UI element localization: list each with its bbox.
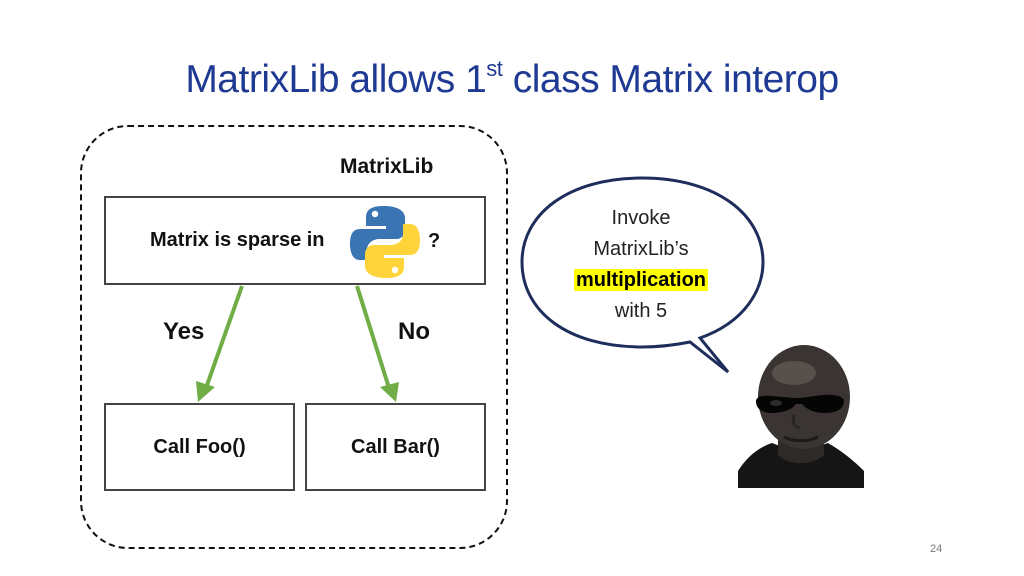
page-number: 24 — [930, 543, 943, 555]
bubble-line-2: MatrixLib’s — [593, 238, 689, 260]
yes-arrowhead — [196, 381, 215, 402]
title-main: MatrixLib allows 1 — [185, 58, 487, 101]
yes-arrow — [204, 285, 244, 389]
bubble-highlight: multiplication — [574, 269, 708, 291]
decision-question-mark: ? — [428, 230, 441, 252]
no-label: No — [398, 318, 430, 345]
decision-box: Matrix is sparse in ? — [104, 196, 486, 285]
man-with-sunglasses-portrait — [738, 345, 864, 488]
no-arrowhead — [380, 382, 399, 402]
title-superscript: st — [486, 56, 503, 81]
call-foo-box: Call Foo() — [104, 403, 295, 491]
yes-label: Yes — [163, 318, 205, 345]
bubble-line-1: Invoke — [611, 207, 671, 229]
no-arrow — [355, 285, 391, 389]
decision-text: Matrix is sparse in — [150, 229, 325, 251]
python-logo-icon — [350, 206, 420, 278]
slide-title: MatrixLib allows 1st class Matrix intero… — [0, 58, 1024, 102]
matrixlib-container — [80, 125, 508, 549]
matrixlib-label: MatrixLib — [340, 155, 434, 178]
title-rest: class Matrix interop — [502, 58, 839, 101]
call-bar-box: Call Bar() — [305, 403, 486, 491]
bubble-line-4: with 5 — [614, 300, 668, 322]
speech-bubble-text: Invoke MatrixLib’s multiplication with 5 — [540, 203, 742, 327]
